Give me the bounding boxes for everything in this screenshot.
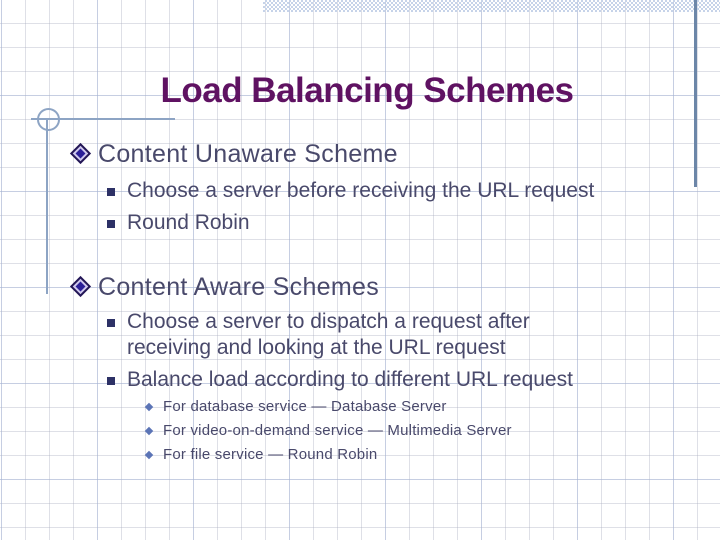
section-heading: Content Unaware Scheme (98, 140, 398, 168)
ornament-vertical-line (46, 118, 48, 294)
square-bullet-icon (107, 188, 115, 196)
bullet-row-level1: Content Unaware Scheme (69, 139, 398, 169)
small-diamond-bullet-icon (144, 450, 154, 460)
small-diamond-bullet-icon (144, 402, 154, 412)
bullet-text: For database service — Database Server (163, 398, 447, 415)
ornament-circle (37, 108, 60, 131)
bullet-text: Choose a server before receiving the URL… (127, 179, 595, 202)
bullet-row-level2: Balance load according to different URL … (107, 367, 573, 393)
bullet-row-level3: For file service — Round Robin (144, 443, 378, 467)
ornament-horizontal-line (31, 118, 175, 120)
bullet-text-line: Choose a server to dispatch a request af… (127, 310, 530, 333)
right-accent-line (694, 0, 697, 187)
bullet-row-level2: Choose a server before receiving the URL… (107, 178, 594, 204)
small-diamond-bullet-icon (144, 426, 154, 436)
bullet-text-line: receiving and looking at the URL request (127, 336, 506, 359)
bullet-text: For file service — Round Robin (163, 446, 378, 463)
bullet-text: Balance load according to different URL … (127, 368, 573, 391)
bullet-text: Choose a server to dispatch a request af… (127, 309, 530, 361)
top-hatch-bar (263, 0, 720, 12)
diamond-bullet-icon (69, 142, 92, 165)
bullet-row-level2: Choose a server to dispatch a request af… (107, 309, 530, 361)
bullet-text: Round Robin (127, 211, 250, 234)
diamond-bullet-icon (69, 275, 92, 298)
bullet-text: For video-on-demand service — Multimedia… (163, 422, 512, 439)
section-heading: Content Aware Schemes (98, 273, 379, 301)
bullet-row-level2: Round Robin (107, 210, 250, 236)
bullet-row-level3: For database service — Database Server (144, 395, 447, 419)
square-bullet-icon (107, 377, 115, 385)
square-bullet-icon (107, 319, 115, 327)
square-bullet-icon (107, 220, 115, 228)
bullet-row-level1: Content Aware Schemes (69, 272, 379, 302)
slide-title: Load Balancing Schemes (160, 71, 574, 110)
bullet-row-level3: For video-on-demand service — Multimedia… (144, 419, 512, 443)
